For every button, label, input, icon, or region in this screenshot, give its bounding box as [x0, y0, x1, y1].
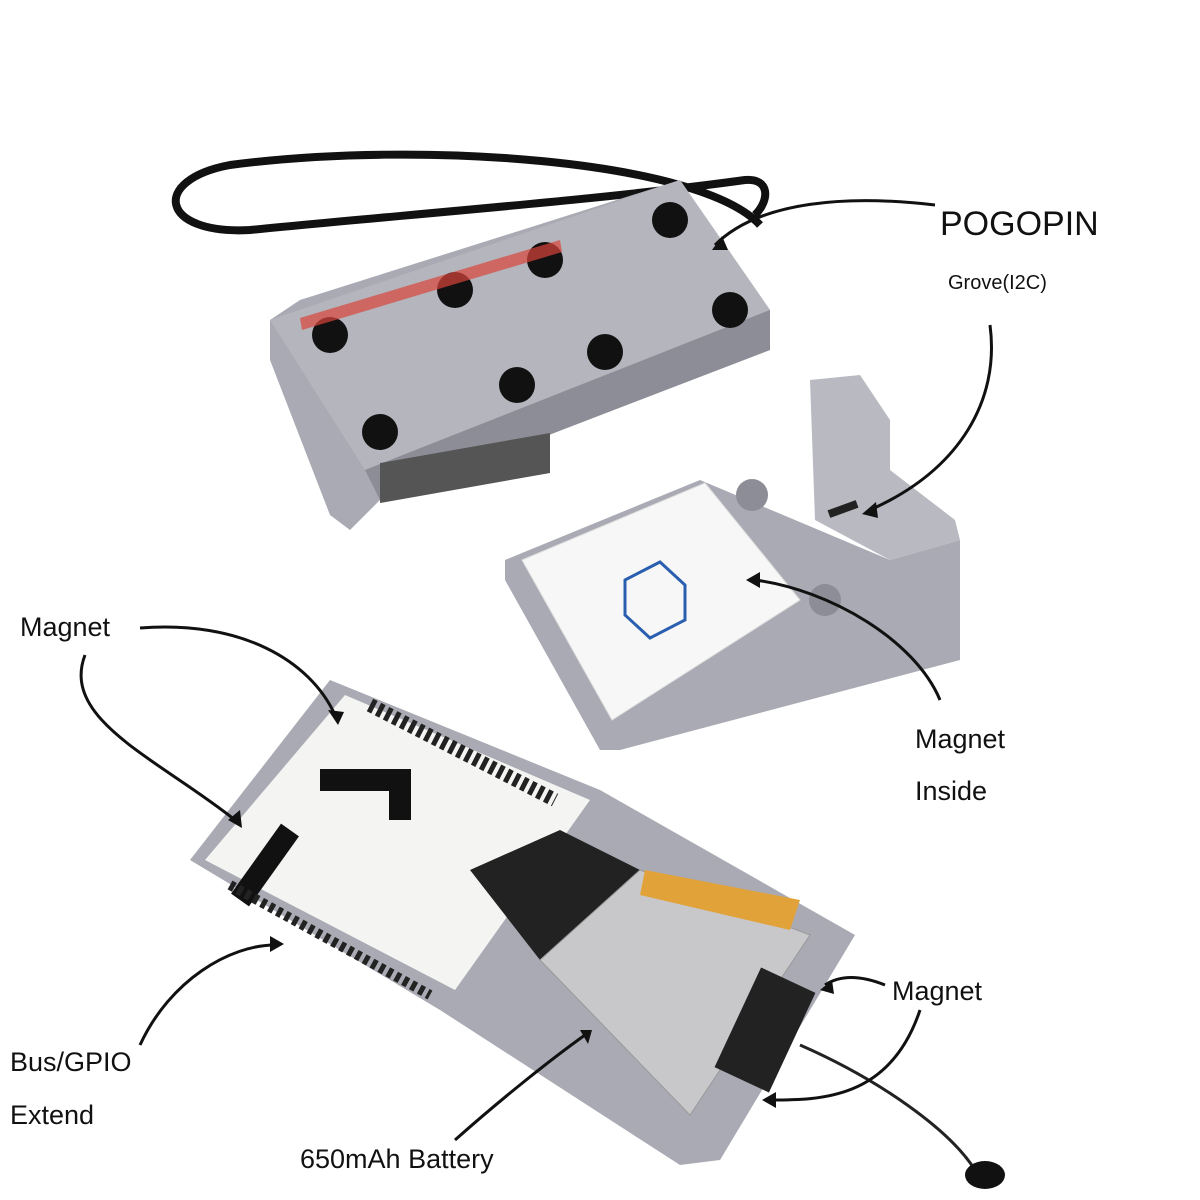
bus-gpio-label-line1: Bus/GPIO: [10, 1047, 132, 1077]
magnet-inside-label-line2: Inside: [915, 776, 988, 806]
battery-label: 650mAh Battery: [300, 1144, 494, 1174]
magnet-label-top-left: Magnet: [20, 612, 111, 642]
faces-case-open: [190, 680, 855, 1165]
bus-gpio-label-line2: Extend: [10, 1100, 95, 1130]
pogopin-label: POGOPIN: [940, 205, 1099, 243]
grove-i2c-label: Grove(I2C): [948, 272, 1047, 294]
magnet-label-right: Magnet: [892, 976, 983, 1006]
magnet-inside-label-line1: Magnet: [915, 724, 1006, 754]
lanyard-bottom: [799, 1043, 977, 1171]
faces-case-back: [270, 180, 770, 530]
arrowheads: [228, 236, 878, 1108]
charging-dock: [505, 375, 960, 750]
lanyard-strap: [171, 150, 770, 235]
annotation-arrows: [79, 199, 993, 1142]
